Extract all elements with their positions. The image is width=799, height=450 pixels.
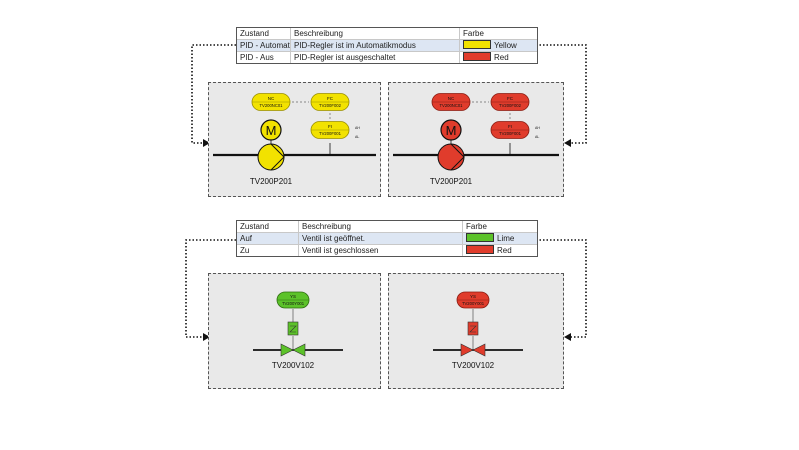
color-name: Lime (497, 234, 515, 243)
actuator-icon (467, 321, 479, 336)
nc-bubble-label: NC (268, 96, 275, 101)
legend-state: Zu (237, 245, 299, 256)
motor-icon (440, 119, 462, 141)
alarm-high-label: AH (355, 126, 360, 130)
valve-icon (460, 343, 486, 357)
color-name: Red (497, 246, 512, 255)
header-description: Beschreibung (291, 28, 460, 39)
legend-header: Zustand Beschreibung Farbe (237, 221, 537, 232)
fi-bubble-id: TV200F001 (499, 131, 522, 136)
legend-row: PID - Aus PID-Regler ist ausgeschaltet R… (237, 51, 537, 63)
ys-bubble-label: YS (290, 294, 296, 299)
nc-bubble: NC TV200NC01 (251, 93, 291, 111)
ys-bubble: YS TV200Y001 (276, 291, 310, 309)
color-name: Yellow (494, 41, 517, 50)
color-swatch (466, 245, 494, 254)
legend-state: PID - Automatik (237, 40, 291, 51)
fi-bubble: FI TV200F001 (310, 121, 350, 139)
legend-color-cell: Red (463, 245, 537, 256)
legend-description: Ventil ist geöffnet. (299, 233, 463, 244)
actuator-icon (287, 321, 299, 336)
header-description: Beschreibung (299, 221, 463, 232)
actuator-symbol (469, 325, 477, 333)
alarm-low-label: AL (355, 135, 359, 139)
nc-bubble-id: TV200NC01 (439, 103, 463, 108)
fc-bubble-id: TV200F002 (319, 103, 342, 108)
alarm-low-label: AL (535, 135, 539, 139)
fi-bubble-id: TV200F001 (319, 131, 342, 136)
pump-icon (257, 143, 285, 171)
nc-bubble-label: NC (448, 96, 455, 101)
ys-bubble-id: TV200Y001 (282, 301, 305, 306)
fc-bubble: FC TV200F002 (490, 93, 530, 111)
motor-letter: M (266, 123, 277, 138)
pid-state-legend: Zustand Beschreibung Farbe PID - Automat… (236, 27, 538, 64)
fc-bubble-id: TV200F002 (499, 103, 522, 108)
alarm-high-label: AH (535, 126, 540, 130)
color-name: Red (494, 53, 509, 62)
fi-bubble-label: FI (328, 124, 332, 129)
legend-description: PID-Regler ist im Automatikmodus (291, 40, 460, 51)
fi-bubble-label: FI (508, 124, 512, 129)
fc-bubble-label: FC (507, 96, 514, 101)
legend-state: Auf (237, 233, 299, 244)
legend-description: PID-Regler ist ausgeschaltet (291, 52, 460, 63)
motor-icon (260, 119, 282, 141)
legend-color-cell: Lime (463, 233, 537, 244)
legend-row: PID - Automatik PID-Regler ist im Automa… (237, 39, 537, 51)
pump-icon (437, 143, 465, 171)
valve-icon (280, 343, 306, 357)
nc-bubble-id: TV200NC01 (259, 103, 283, 108)
fc-bubble-label: FC (327, 96, 334, 101)
color-swatch (466, 233, 494, 242)
header-color: Farbe (463, 29, 484, 38)
valve-tag: TV200V102 (272, 361, 315, 370)
ys-bubble-id: TV200Y001 (462, 301, 485, 306)
header-state: Zustand (237, 221, 299, 232)
color-swatch (463, 52, 491, 61)
header-color: Farbe (466, 222, 487, 231)
valve-state-legend: Zustand Beschreibung Farbe Auf Ventil is… (236, 220, 538, 257)
fi-bubble: FI TV200F001 (490, 121, 530, 139)
actuator-symbol (289, 325, 297, 333)
pump-tag: TV200P201 (430, 177, 473, 186)
valve-tag: TV200V102 (452, 361, 495, 370)
ys-bubble-label: YS (470, 294, 476, 299)
pump-tag: TV200P201 (250, 177, 293, 186)
nc-bubble: NC TV200NC01 (431, 93, 471, 111)
fc-bubble: FC TV200F002 (310, 93, 350, 111)
pump-direction (450, 143, 465, 171)
legend-row: Zu Ventil ist geschlossen Red (237, 244, 537, 256)
legend-description: Ventil ist geschlossen (299, 245, 463, 256)
pump-direction (270, 143, 285, 171)
legend-state: PID - Aus (237, 52, 291, 63)
legend-color-cell: Red (460, 52, 537, 63)
ys-bubble: YS TV200Y001 (456, 291, 490, 309)
legend-color-cell: Yellow (460, 40, 537, 51)
color-swatch (463, 40, 491, 49)
legend-row: Auf Ventil ist geöffnet. Lime (237, 232, 537, 244)
legend-header: Zustand Beschreibung Farbe (237, 28, 537, 39)
motor-letter: M (446, 123, 457, 138)
header-state: Zustand (237, 28, 291, 39)
